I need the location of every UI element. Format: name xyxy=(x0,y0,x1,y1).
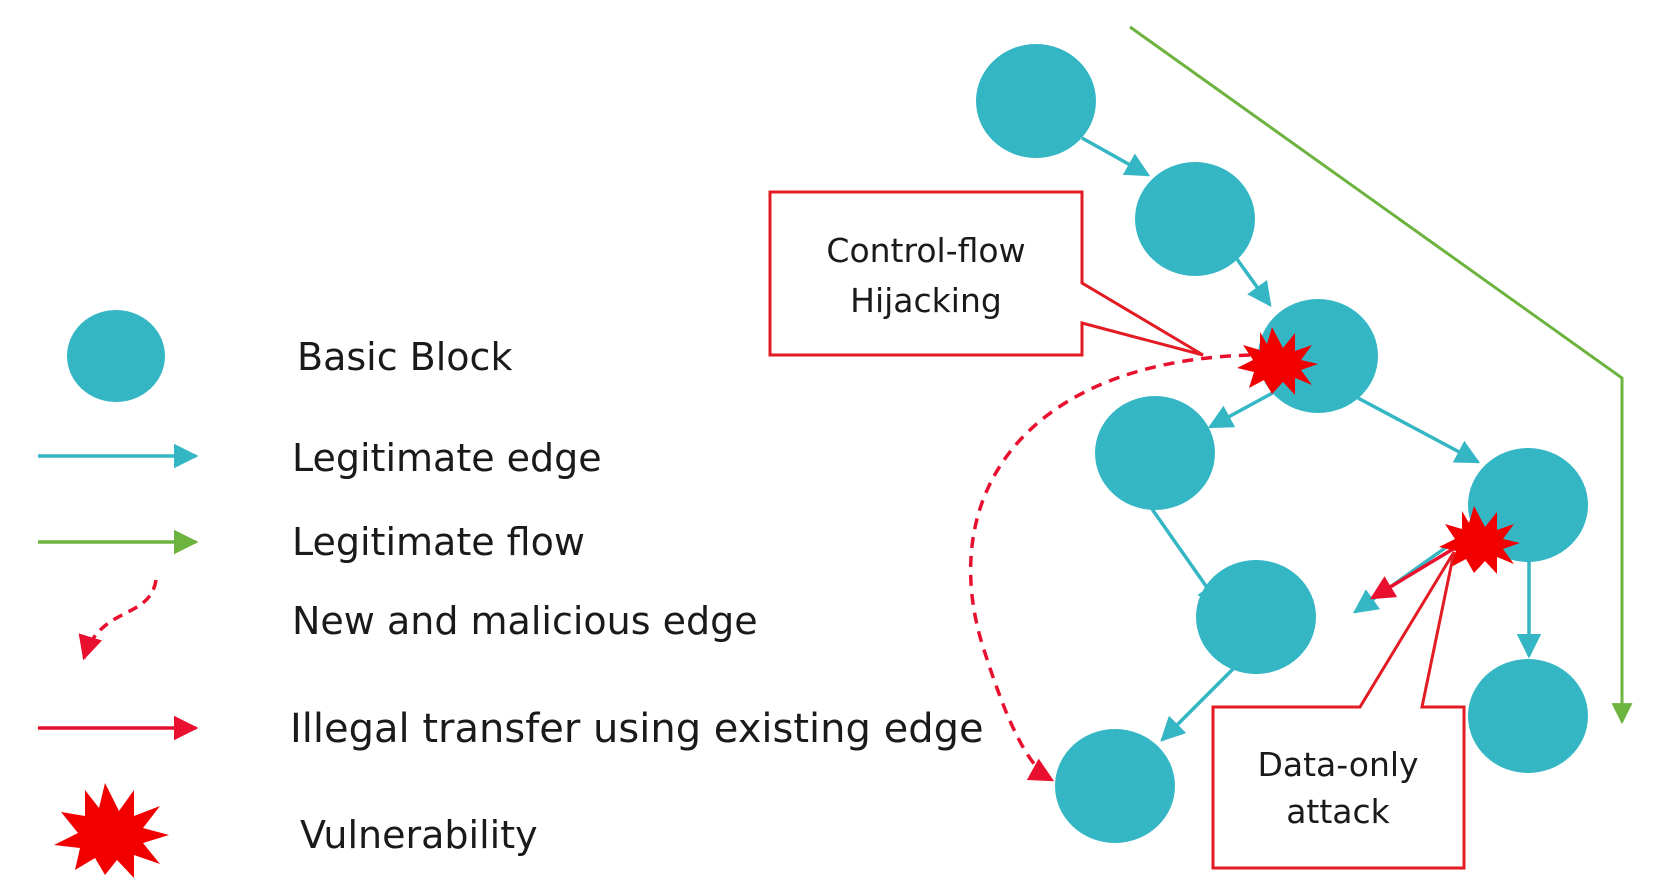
legend-basic-block-icon xyxy=(67,310,165,402)
control-flow-graph xyxy=(968,25,1633,843)
edge-n6-n8 xyxy=(1160,658,1244,742)
legend-malicious-edge-arrow xyxy=(78,579,158,661)
legend-legitimate-edge-label: Legitimate edge xyxy=(292,436,602,480)
legend-vulnerability-icon xyxy=(54,783,169,878)
basic-block-node xyxy=(1135,162,1255,276)
edge-n3-n4 xyxy=(1207,388,1279,429)
legend-basic-block-label: Basic Block xyxy=(297,335,512,379)
data-only-attack-callout: Data-only attack xyxy=(1211,551,1466,870)
malicious-edge xyxy=(968,353,1251,782)
basic-block-node xyxy=(1055,729,1175,843)
legend-illegal-transfer-label: Illegal transfer using existing edge xyxy=(290,706,984,752)
basic-block-node xyxy=(1196,560,1316,674)
vulnerability-icon xyxy=(1237,327,1318,395)
data-only-attack-line1: Data-only xyxy=(1257,745,1418,784)
edge-n2-n3 xyxy=(1232,253,1272,307)
basic-block-node xyxy=(976,44,1096,158)
legend-legitimate-flow-label: Legitimate flow xyxy=(292,520,585,564)
legend-malicious-edge-label: New and malicious edge xyxy=(292,599,758,643)
control-flow-hijacking-line2: Hijacking xyxy=(850,281,1002,320)
control-flow-hijacking-line1: Control-flow xyxy=(826,231,1025,270)
edge-n1-n2 xyxy=(1081,136,1151,177)
vulnerability-icon xyxy=(1439,506,1520,574)
basic-block-node xyxy=(1095,396,1215,510)
basic-block-node xyxy=(1468,659,1588,773)
data-only-attack-line2: attack xyxy=(1286,792,1390,831)
control-flow-hijacking-callout: Control-flow Hijacking xyxy=(768,190,1204,357)
edge-n3-n5 xyxy=(1357,396,1481,464)
illegal-transfer-edge xyxy=(1369,544,1459,600)
legitimate-flow-line xyxy=(1129,25,1633,725)
legend-vulnerability-label: Vulnerability xyxy=(300,813,538,857)
legend: Basic Block Legitimate edge Legitimate f… xyxy=(38,310,984,878)
